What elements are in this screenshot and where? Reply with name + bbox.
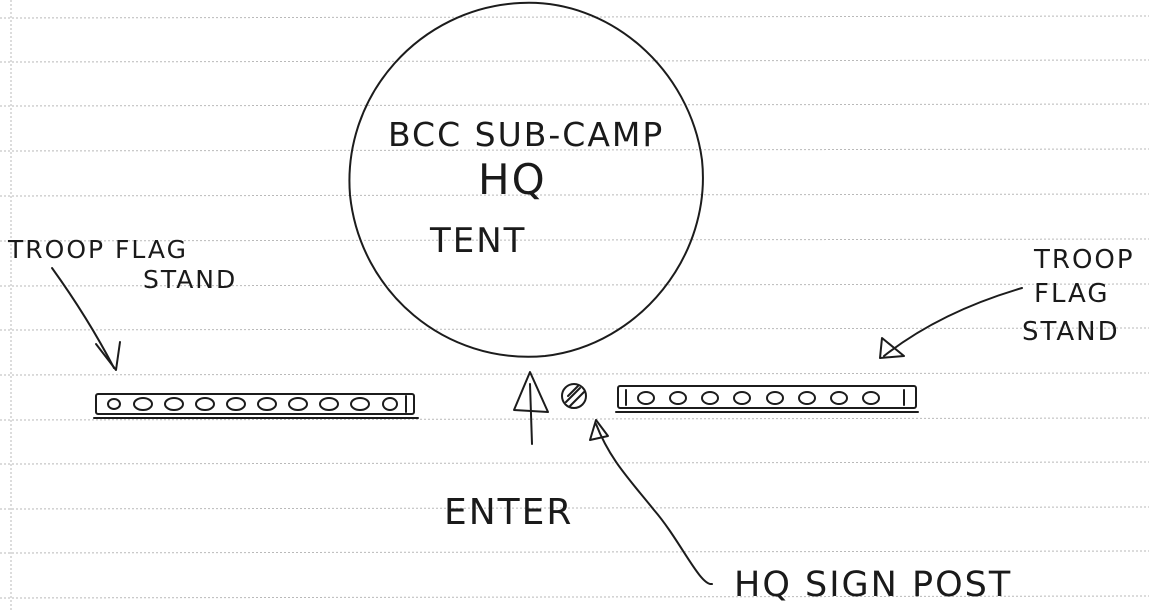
sign-post-arrow <box>595 423 713 585</box>
hq-tent: BCC SUB-CAMP HQ TENT <box>348 1 704 358</box>
tent-circle <box>348 1 704 358</box>
right-stand-label-line1: TROOP <box>1033 245 1135 275</box>
tent-label-line1: BCC SUB-CAMP <box>388 115 664 154</box>
tent-label-line3: TENT <box>429 221 526 261</box>
right-flag-stand-callout: TROOP FLAG STAND <box>879 245 1135 359</box>
enter-marker: ENTER <box>444 371 573 533</box>
left-stand-arrow <box>51 267 115 369</box>
left-stand-label-line1: TROOP FLAG <box>7 235 188 264</box>
sign-post-label: HQ SIGN POST <box>734 565 1012 605</box>
tent-label-line2: HQ <box>478 155 547 204</box>
right-flag-stand <box>615 385 919 413</box>
right-stand-label-line2: FLAG <box>1034 279 1110 309</box>
hq-sign-post: HQ SIGN POST <box>561 383 1012 605</box>
enter-arrowhead <box>513 371 549 413</box>
left-stand-label-line2: STAND <box>143 265 237 294</box>
right-stand-label-line3: STAND <box>1022 317 1120 347</box>
sign-post-arrowhead <box>589 419 609 441</box>
left-flag-stand <box>93 393 419 419</box>
left-stand-arrowhead <box>95 341 121 371</box>
sign-post-symbol <box>561 383 587 409</box>
right-stand-arrow <box>883 287 1023 357</box>
left-flag-stand-callout: TROOP FLAG STAND <box>7 235 237 371</box>
enter-arrow <box>529 383 533 445</box>
enter-label: ENTER <box>444 492 573 533</box>
right-stand-arrowhead <box>879 337 905 359</box>
